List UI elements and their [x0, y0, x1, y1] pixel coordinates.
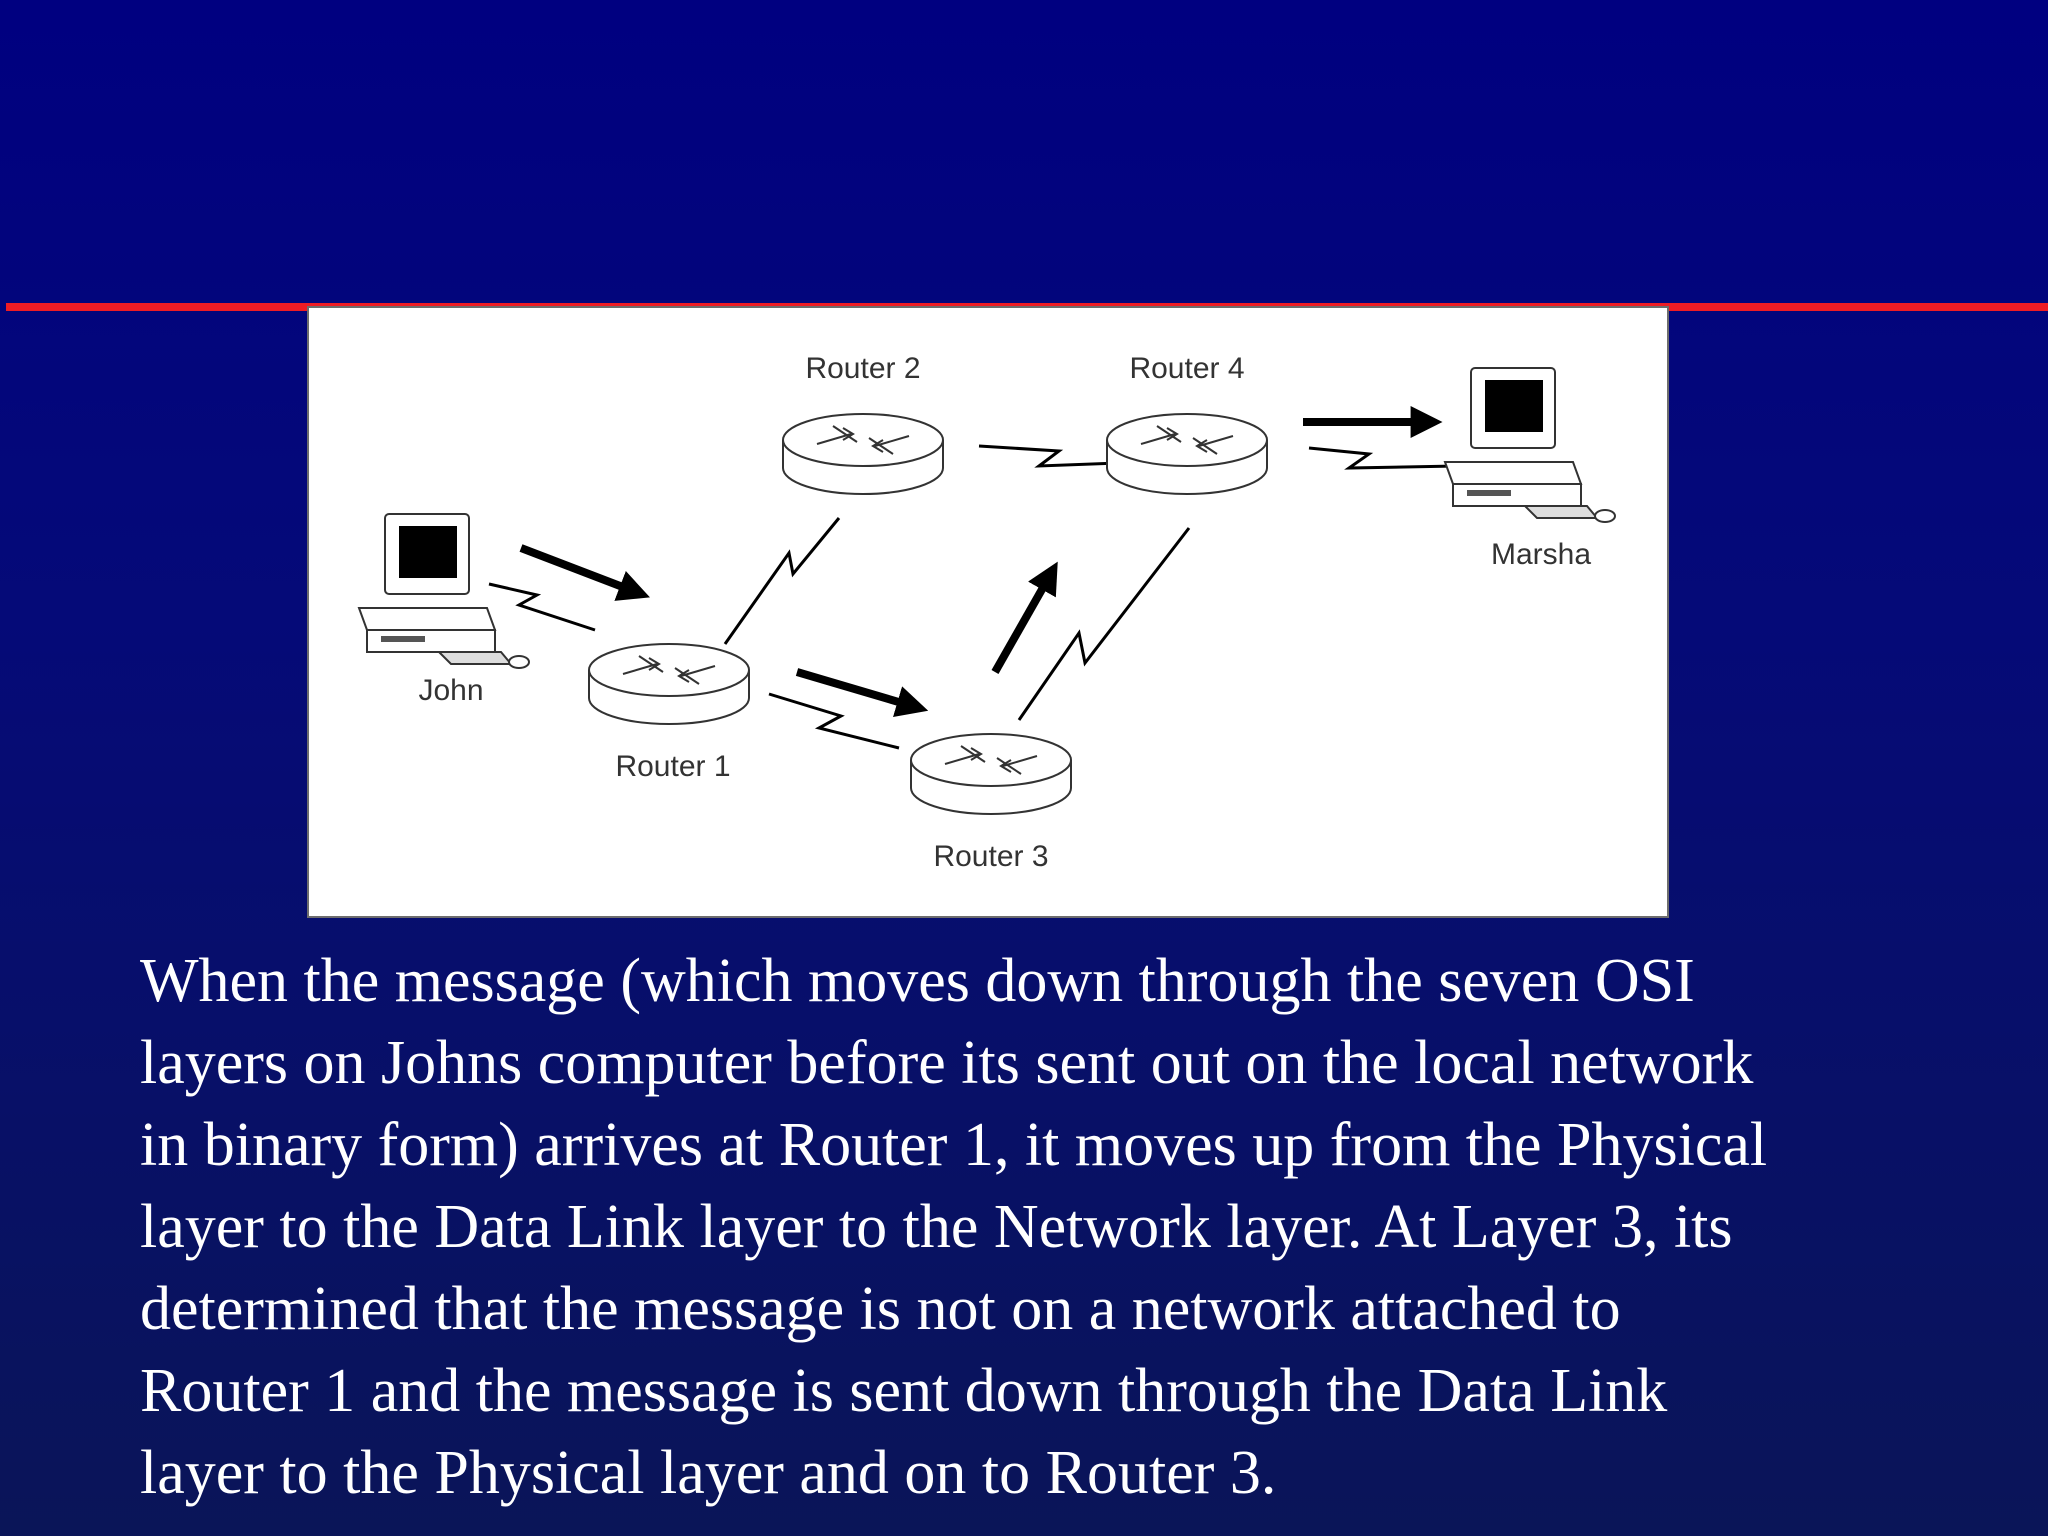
- link-router4-marsha: [1308, 446, 1458, 470]
- link-john-router1: [488, 582, 596, 632]
- john-computer-icon: [358, 513, 530, 669]
- router-4-icon: [1106, 413, 1268, 495]
- router-1-icon: [588, 643, 750, 725]
- link-router3-router4: [1017, 527, 1191, 721]
- arrow-router3-to-router4: [991, 561, 1058, 674]
- arrow-router1-to-router3: [795, 668, 929, 718]
- body-line: layer to the Physical layer and on to Ro…: [140, 1439, 1277, 1507]
- arrow-john-to-router1: [519, 544, 650, 601]
- label-router-4: Router 4: [1129, 352, 1244, 385]
- body-line: determined that the message is not on a …: [140, 1275, 1621, 1343]
- marsha-computer-icon: [1444, 367, 1616, 523]
- data-path-arrows: [519, 406, 1443, 718]
- body-line: When the message (which moves down throu…: [140, 947, 1695, 1015]
- body-line: in binary form) arrives at Router 1, it …: [140, 1111, 1768, 1179]
- link-router1-router2: [723, 517, 841, 645]
- label-router-3: Router 3: [933, 840, 1048, 873]
- network-diagram: John Marsha Router 1 Router 2 Router 3 R…: [307, 306, 1669, 918]
- body-line: Router 1 and the message is sent down th…: [140, 1357, 1668, 1425]
- router-2-icon: [782, 413, 944, 495]
- body-line: layers on Johns computer before its sent…: [140, 1029, 1754, 1097]
- link-router1-router3: [768, 692, 900, 750]
- label-john: John: [418, 674, 483, 707]
- body-line: layer to the Data Link layer to the Netw…: [140, 1193, 1733, 1261]
- network-links: [488, 444, 1458, 750]
- link-router2-router4: [978, 444, 1120, 468]
- router-3-icon: [910, 733, 1072, 815]
- label-marsha: Marsha: [1491, 538, 1591, 571]
- label-router-2: Router 2: [805, 352, 920, 385]
- body-paragraph: When the message (which moves down throu…: [140, 940, 2000, 1514]
- label-router-1: Router 1: [615, 750, 730, 783]
